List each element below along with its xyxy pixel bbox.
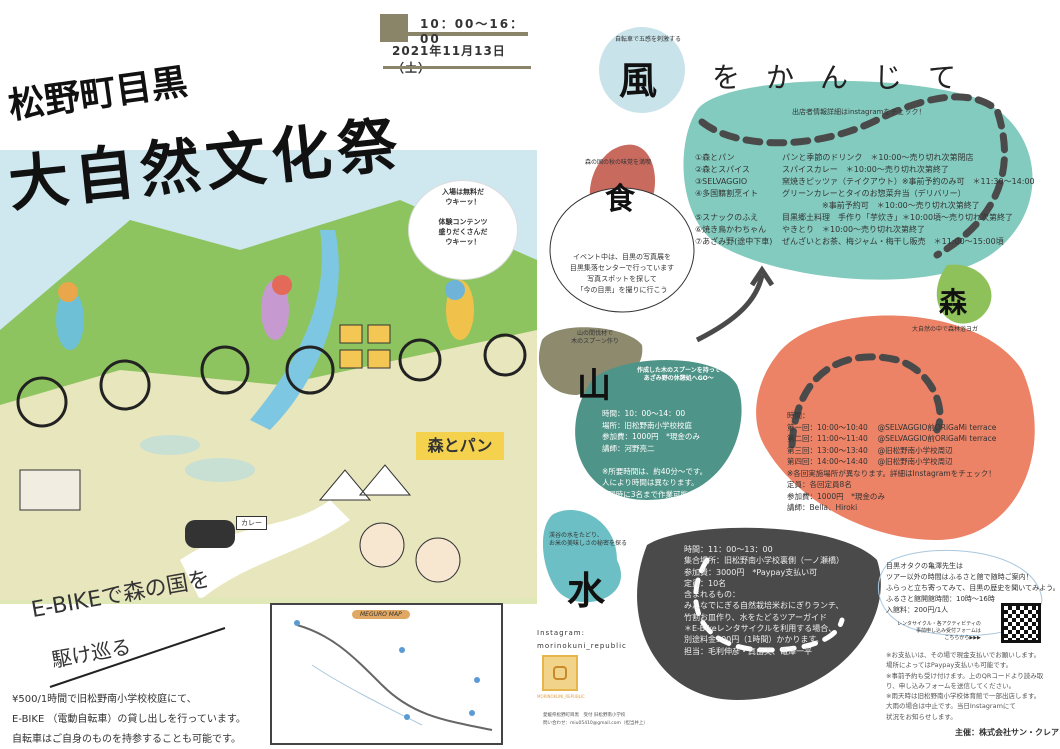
scooter xyxy=(185,520,235,548)
speech-bubble-text: 入場は無料だ ウキーッ！ 体験コンテンツ 盛りだくさんだ ウキーッ！ xyxy=(438,188,488,246)
qr-note: レンタサイクル・各アクティビティの 事前申し込み受付フォームは こちらから▶▶▶ xyxy=(897,621,981,641)
river xyxy=(250,230,339,430)
museum-note: 目黒オタクの亀澤先生は ツアー以外の時間はふるさと館で随時ご案内！ ふらっと立ち… xyxy=(886,562,1060,614)
forest-kanji: 森 xyxy=(939,286,968,319)
water-dashed-route xyxy=(693,557,845,653)
photo-note-bubble xyxy=(549,187,695,313)
right-poster-panel: 自転車で五感を刺激する 風 をかんじて 森の国の秋の味覚を満喫 食 出店者情報詳… xyxy=(537,0,1060,749)
date-accent-block xyxy=(380,14,408,42)
event-time: 10：00〜16：00 xyxy=(420,17,525,46)
water-blob xyxy=(542,510,622,603)
date-bar xyxy=(380,32,528,36)
yoga-mat xyxy=(185,458,255,482)
mountain-info-blob xyxy=(575,360,742,500)
curry-flag: カレー xyxy=(236,516,267,530)
forest-details: 時間： 第一回：10:00〜10:40 @SELVAGGIO前ORiGaMi t… xyxy=(787,411,997,512)
wind-kanji: 風 xyxy=(619,58,658,103)
bakery-sign: 森とパン xyxy=(416,432,504,460)
dashed-route xyxy=(698,93,1008,449)
water-kanji: 水 xyxy=(567,568,606,613)
shop-desc: パンと季節のドリンク ＊10:00〜売り切れ次第閉店 xyxy=(782,153,974,162)
organizer: 主催：株式会社サン・クレア xyxy=(955,728,1059,737)
shop-name: ④多国籍割烹イト xyxy=(695,189,759,198)
map-label: MEGURO MAP xyxy=(352,610,410,619)
map-route xyxy=(294,620,493,731)
instagram-note: 出店者情報詳細はinstagramをチェック！ xyxy=(792,108,926,116)
instagram-label: Instagram: xyxy=(537,629,585,637)
shop-desc: 目黒郷土料理 手作り「芋炊き」＊10:00頃〜売り切れ次第終了 xyxy=(782,213,1014,222)
wind-caption: 自転車で五感を刺激する xyxy=(615,36,682,43)
shop-row: ④多国籍割烹イト グリーンカレーとタイのお惣菜弁当（デリバリー） xyxy=(695,188,1060,200)
meadow xyxy=(0,330,537,605)
shop-row: ⑤スナックのふえ 目黒郷土料理 手作り「芋炊き」＊10:00頃〜売り切れ次第終了 xyxy=(695,212,1060,224)
shop-desc: グリーンカレーとタイのお惣菜弁当（デリバリー） xyxy=(782,189,966,198)
instagram-icon xyxy=(553,666,567,680)
arrow-icon xyxy=(695,265,775,343)
shop-desc: やきとり ＊10:00〜売り切れ次第終了 xyxy=(782,225,926,234)
wind-blob xyxy=(599,27,685,113)
mountain-note: 作成した木のスプーンを持って あざみ野の休憩処へGO〜 xyxy=(637,367,721,382)
path xyxy=(180,500,350,600)
shop-name: ⑦あざみ野(途中下車) xyxy=(695,237,773,246)
shop-desc: スパイスカレー ＊10:00〜売り切れ次第終了 xyxy=(782,165,949,174)
shop-name: ⑤スナックのふえ xyxy=(695,213,759,222)
shop-desc: 窯焼きピッツァ（テイクアウト）※事前予約のみ可 ＊11:30〜14:00 xyxy=(782,177,1035,186)
mountain-kanji: 山 xyxy=(577,366,611,406)
instagram-qr-caption: MORINOKUNI_REPUBLIC xyxy=(537,694,585,699)
forest-blob xyxy=(936,264,992,324)
left-poster-panel: 10：00〜16：00 2021年11月13日（土） 松野町目黒 大自然文化祭 … xyxy=(0,14,537,745)
shop-row: ⑥焼き鳥かわちゃん やきとり ＊10:00〜売り切れ次第終了 xyxy=(695,224,1060,236)
shop-row: ⑦あざみ野(途中下車) ぜんざいとお茶、梅ジャム・梅干し販売 ＊11:00〜15:… xyxy=(695,236,1060,248)
contact-info: 愛媛県松野町目黒 受付 旧松野南小学校 問い合わせ：miu05410@gmail… xyxy=(543,713,648,726)
shop-desc: ぜんざいとお茶、梅ジャム・梅干し販売 ＊11:00〜15:00頃 xyxy=(782,237,1004,246)
shop-desc: ※事前予約可 ＊10:00〜売り切れ次第終了 xyxy=(822,201,980,210)
house xyxy=(19,469,81,511)
mountain-caption: 山の間伐材で 木のスプーン作り xyxy=(571,330,619,345)
shop-row: ①森とパン パンと季節のドリンク ＊10:00〜売り切れ次第閉店 xyxy=(695,152,1060,164)
forest-caption: 大自然の中で森林浴ヨガ xyxy=(912,326,979,333)
instagram-handle: morinokuni_republic xyxy=(537,642,627,650)
food-caption: 森の国の秋の味覚を満喫 xyxy=(585,159,652,166)
shop-row: ※事前予約可 ＊10:00〜売り切れ次第終了 xyxy=(695,200,1060,212)
ebike-description: ¥500/1時間で旧松野南小学校校庭にて、 E-BIKE （電動自転車）の貸し出… xyxy=(12,694,246,745)
food-info-blob xyxy=(683,80,1033,280)
food-kanji: 食 xyxy=(605,182,635,217)
water-caption: 渓谷の水をたどり、 お米の美味しさの秘密を探る xyxy=(549,532,628,547)
instagram-qr-code[interactable] xyxy=(542,655,578,691)
cyclists xyxy=(56,275,474,350)
bicycles xyxy=(16,333,527,428)
shop-name xyxy=(695,200,822,212)
wind-heading: をかんじて xyxy=(712,61,983,94)
shop-name: ③SELVAGGIO xyxy=(695,177,748,186)
meguro-map[interactable]: MEGURO MAP xyxy=(270,603,503,745)
water-details: 時間：11：00〜13：00 集合場所：旧松野南小学校裏側（一ノ瀬橋） 参加費：… xyxy=(684,545,844,656)
crackers xyxy=(339,324,391,369)
person-face xyxy=(415,537,461,583)
mountain-details: 時間：10：00〜14：00 場所：旧松野南小学校校庭 参加費：1000円 *現… xyxy=(602,409,710,499)
registration-qr-code[interactable] xyxy=(1001,603,1041,643)
blob-layer xyxy=(538,27,1043,700)
event-date: 2021年11月13日（土） xyxy=(392,44,506,75)
person-face xyxy=(359,522,405,568)
water-info-blob xyxy=(637,527,881,700)
onigiri xyxy=(318,464,412,501)
underline xyxy=(49,627,226,688)
shop-list: ①森とパン パンと季節のドリンク ＊10:00〜売り切れ次第閉店 ②森とスパイス ス… xyxy=(695,152,1060,248)
shop-name: ⑥焼き鳥かわちゃん xyxy=(695,225,767,234)
shop-row: ②森とスパイス スパイスカレー ＊10:00〜売り切れ次第終了 xyxy=(695,164,1060,176)
shop-name: ②森とスパイス xyxy=(695,165,750,174)
yoga-mat xyxy=(140,435,200,455)
shop-name: ①森とパン xyxy=(695,153,735,162)
speech-bubble: 入場は無料だ ウキーッ！ 体験コンテンツ 盛りだくさんだ ウキーッ！ xyxy=(408,180,518,280)
shop-row: ③SELVAGGIO 窯焼きピッツァ（テイクアウト）※事前予約のみ可 ＊11:30… xyxy=(695,176,1060,188)
photo-note: イベント中は、目黒の写真展を 目黒集落センターで行っています 写真スポットを探し… xyxy=(569,253,675,294)
payment-note: ※お支払いは、その場で現金支払いでお願いします。 場所によってはPaypay支払… xyxy=(886,651,1044,721)
divider xyxy=(383,66,531,69)
